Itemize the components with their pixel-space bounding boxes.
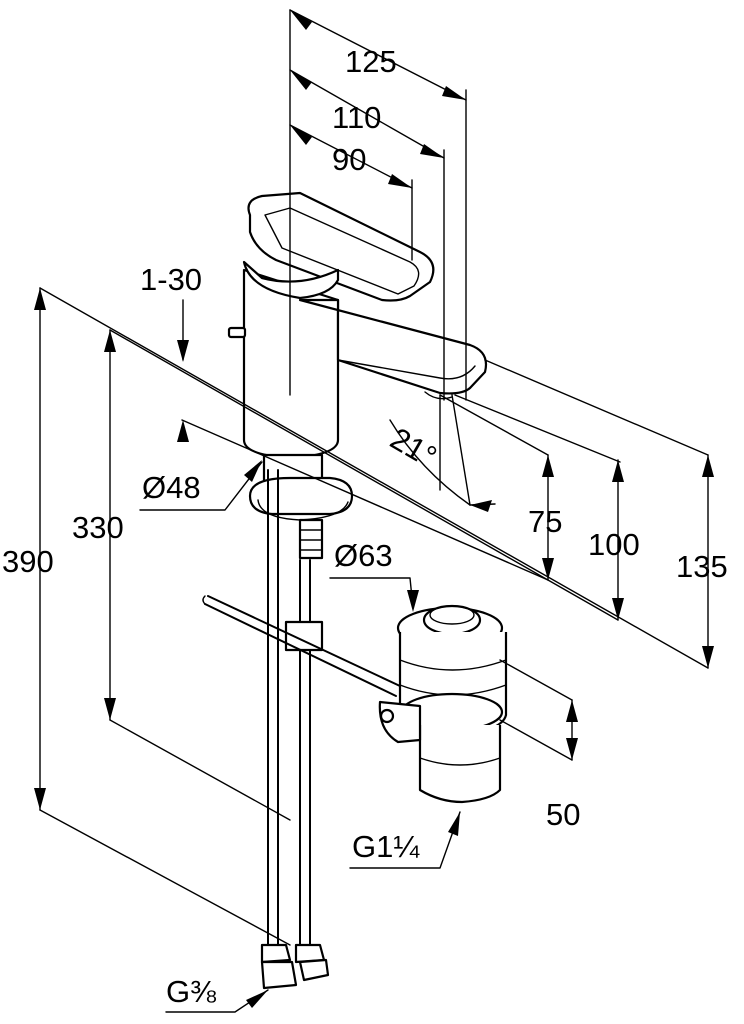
dim-330: 330 (72, 510, 124, 545)
dim-390: 390 (2, 544, 54, 579)
dim-lever-range: 1-30 (140, 262, 202, 297)
dim-135: 135 (676, 549, 728, 584)
dim-100: 100 (588, 527, 640, 562)
dim-90: 90 (332, 142, 366, 177)
dim-waste-diameter: Ø63 (334, 538, 393, 573)
dim-110: 110 (332, 100, 381, 135)
dim-125: 125 (345, 44, 397, 79)
arrowheads (34, 10, 714, 1008)
dim-waste-thread: G1¼ (352, 829, 420, 864)
pop-up-waste (378, 604, 508, 804)
dimension-labels: 125 110 90 1-30 21° 75 100 135 390 330 Ø… (2, 44, 728, 1009)
dim-50: 50 (546, 797, 580, 832)
pull-rod (202, 595, 401, 697)
dim-hose-thread: G⅜ (166, 974, 216, 1009)
dim-body-diameter: Ø48 (142, 470, 201, 505)
faucet-body (227, 191, 488, 460)
dim-75: 75 (528, 504, 562, 539)
mounting-assembly (248, 453, 354, 990)
dim-angle: 21° (385, 421, 443, 475)
